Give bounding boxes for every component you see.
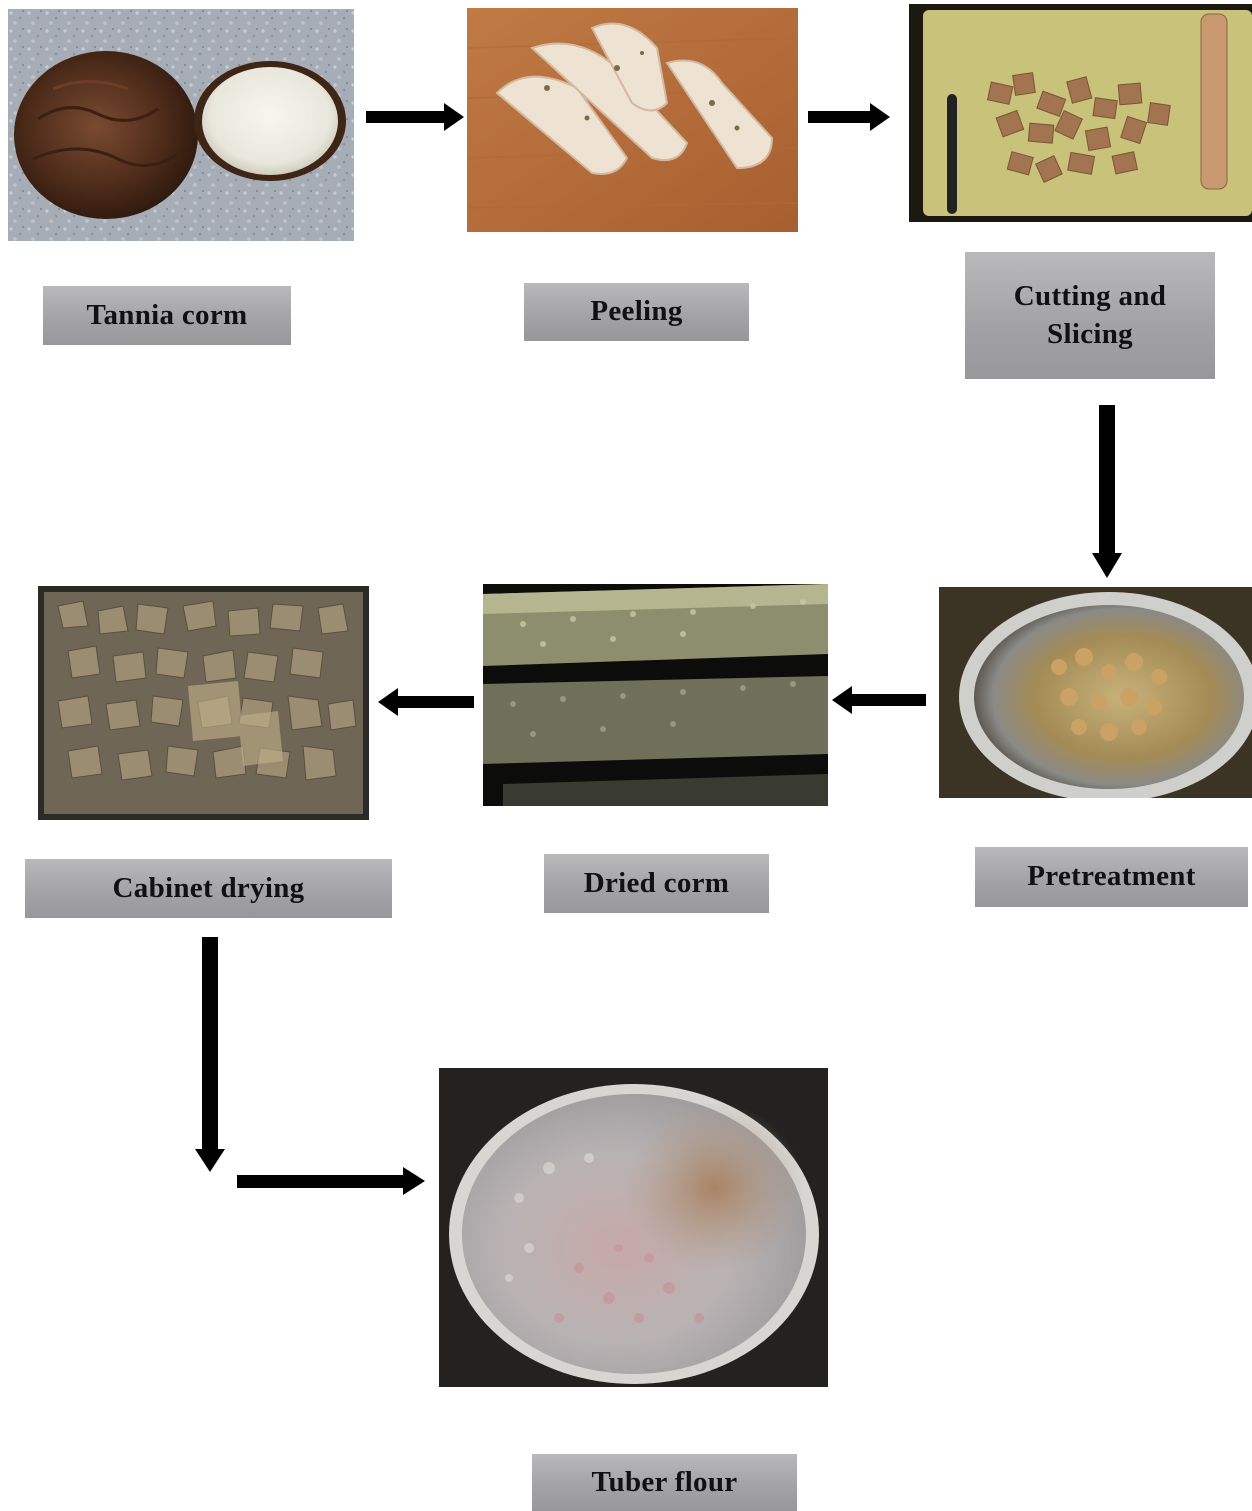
cut-slices-photo	[909, 4, 1252, 222]
arrow-left-icon	[832, 686, 926, 714]
arrow-right-icon	[366, 103, 464, 131]
step-label-text: Cutting and Slicing	[995, 278, 1185, 353]
arrow-left-icon	[378, 688, 474, 716]
arrow-right-icon	[808, 103, 890, 131]
peeled-corms-photo	[467, 8, 798, 232]
step-label-pretreatment: Pretreatment	[975, 847, 1248, 907]
dried-corm-trays-photo	[483, 584, 828, 806]
step-label-peeling: Peeling	[524, 283, 749, 341]
cabinet-drying-tray-photo	[38, 586, 369, 820]
pretreatment-bowl-photo	[939, 587, 1252, 798]
step-label-text: Dried corm	[584, 865, 730, 903]
arrow-down-icon	[1092, 405, 1122, 578]
step-label-text: Pretreatment	[1027, 858, 1195, 896]
step-label-cabinet-drying: Cabinet drying	[25, 859, 392, 918]
step-label-text: Tannia corm	[87, 297, 248, 335]
arrow-down-icon	[195, 937, 225, 1172]
step-label-text: Tuber flour	[592, 1464, 738, 1502]
tannia-corm-photo	[8, 9, 354, 241]
step-label-dried-corm: Dried corm	[544, 854, 769, 913]
step-label-text: Peeling	[590, 293, 682, 331]
arrow-right-icon	[237, 1167, 425, 1195]
step-label-text: Cabinet drying	[113, 870, 305, 908]
step-label-tannia-corm: Tannia corm	[43, 286, 291, 345]
step-label-cutting-and-slicing: Cutting and Slicing	[965, 252, 1215, 379]
tuber-flour-plate-photo	[439, 1068, 828, 1387]
step-label-tuber-flour: Tuber flour	[532, 1454, 797, 1511]
